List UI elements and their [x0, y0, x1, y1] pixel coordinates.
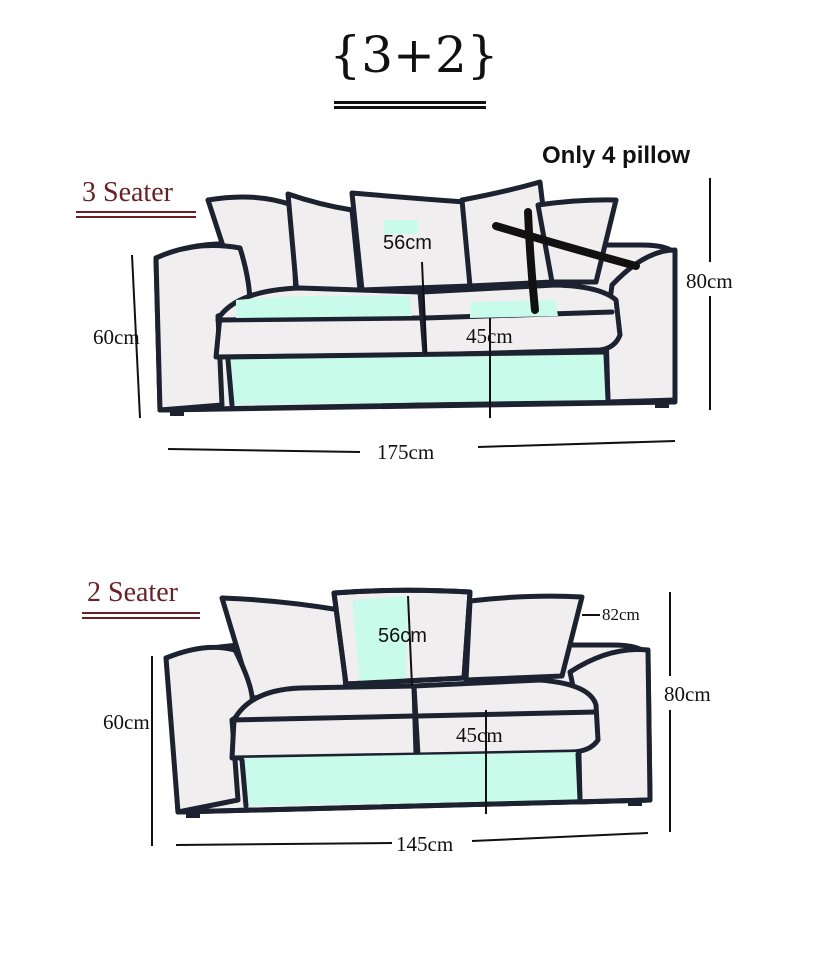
three-seater-seat-dim: 45cm [466, 324, 513, 348]
three-seater-underline-second [76, 216, 196, 218]
three-seater-seat-accent-left [236, 295, 412, 318]
two-seater-width-line-right [471, 832, 649, 842]
two-seater-back-height-dim: 80cm [664, 682, 711, 706]
three-seater-seat-accent-right [470, 300, 558, 318]
two-seater-arm-height-dim: 82cm [602, 605, 640, 624]
two-seater-pillow-accent [352, 596, 408, 684]
pillow-cross-mark [492, 208, 640, 314]
three-seater-width-line-left [167, 448, 361, 453]
two-seater-sofa [163, 587, 653, 818]
three-seater-pillow-line [421, 261, 427, 355]
three-seater-seat-cushion-right [419, 282, 623, 358]
two-seater-pillow-line [407, 595, 413, 687]
three-seater-pillow-accent [384, 220, 418, 234]
three-seater-sofa [153, 179, 678, 416]
three-seater-height-line [131, 254, 141, 419]
three-seater-back-height-dim: 80cm [686, 269, 733, 293]
page-title: {3+2} [0, 26, 828, 84]
two-seater-seat-dim: 45cm [456, 723, 503, 747]
two-seater-underline-second [82, 617, 200, 619]
title-underline-second [334, 106, 486, 109]
two-seater-width-dim: 145cm [396, 832, 454, 856]
three-seater-back-cushion-2 [285, 191, 363, 298]
two-seater-width-line-left [175, 842, 393, 846]
three-seater-underline [76, 211, 196, 213]
title-text: {3+2} [329, 26, 499, 84]
two-seater-left-height-dim: 60cm [103, 710, 150, 734]
two-seater-seat-cushion-left [229, 683, 419, 761]
two-seater-seat-cushion-right [411, 677, 601, 758]
three-seater-base [226, 352, 606, 405]
two-seater-base [242, 752, 580, 806]
title-underline [334, 101, 486, 104]
two-seater-back-cushion-3 [463, 593, 585, 683]
three-seater-back-cushion-4 [459, 179, 555, 289]
three-seater-width-dim: 175cm [377, 440, 435, 464]
three-seater-left-height-dim: 60cm [93, 325, 140, 349]
two-seater-label: 2 Seater [87, 577, 178, 608]
three-seater-pillow-dim: 56cm [383, 232, 432, 254]
two-seater-pillow-dim: 56cm [378, 625, 427, 647]
three-seater-width-line-right [477, 440, 676, 448]
two-seater-underline [82, 612, 200, 614]
three-seater-label: 3 Seater [82, 177, 173, 208]
pillow-note: Only 4 pillow [542, 142, 691, 169]
